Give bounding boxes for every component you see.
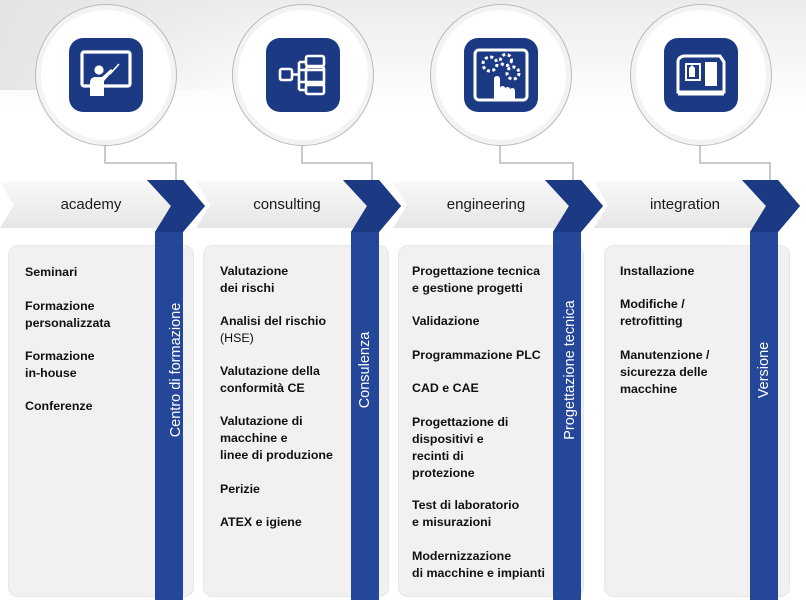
- band-academy: academy: [0, 182, 172, 228]
- column-title-academy: academy: [60, 196, 122, 213]
- band-integration: integration: [594, 182, 766, 228]
- ribbon-integration: [742, 180, 800, 600]
- column-title-integration: integration: [649, 196, 721, 213]
- ribbon-consulting: [343, 180, 401, 600]
- list-item: Modifiche /retrofitting: [620, 297, 685, 328]
- band-engineering: engineering: [393, 182, 569, 228]
- gears-touch-icon: [473, 48, 529, 102]
- consulting-icon-circle: [232, 4, 374, 146]
- list-item: Perizie: [220, 482, 260, 496]
- integration-icon-circle: [630, 4, 772, 146]
- list-item: Seminari: [25, 265, 78, 279]
- list-item: ATEX e igiene: [220, 515, 302, 529]
- ribbon-label-academy: Centro di formazione: [168, 302, 184, 438]
- band-consulting: consulting: [196, 182, 368, 228]
- list-item: Validazione: [412, 314, 480, 328]
- column-title-engineering: engineering: [446, 196, 526, 213]
- ribbon-academy: [147, 180, 205, 600]
- ribbon-engineering: [545, 180, 603, 600]
- ribbon-label-consulting: Consulenza: [357, 331, 373, 409]
- column-title-consulting: consulting: [253, 196, 321, 213]
- academy-icon-circle: [35, 4, 177, 146]
- presentation-board-icon: [80, 50, 132, 96]
- engineering-icon-circle: [430, 4, 572, 146]
- list-item: Programmazione PLC: [412, 348, 541, 362]
- integration-icon-tile: [664, 38, 738, 112]
- engineering-icon-tile: [464, 38, 538, 112]
- academy-icon-tile: [69, 38, 143, 112]
- machine-tool-icon: [676, 54, 726, 96]
- list-item: Analisi del rischio(HSE): [220, 314, 327, 345]
- hierarchy-tree-icon: [278, 54, 326, 96]
- ribbon-label-integration: Versione: [756, 341, 772, 399]
- list-item: Installazione: [620, 264, 695, 278]
- list-item: Conferenze: [25, 399, 93, 413]
- connector-lines: [104, 144, 771, 182]
- consulting-icon-tile: [266, 38, 340, 112]
- list-item: CAD e CAE: [412, 381, 479, 395]
- ribbon-label-engineering: Progettazione tecnica: [562, 300, 578, 440]
